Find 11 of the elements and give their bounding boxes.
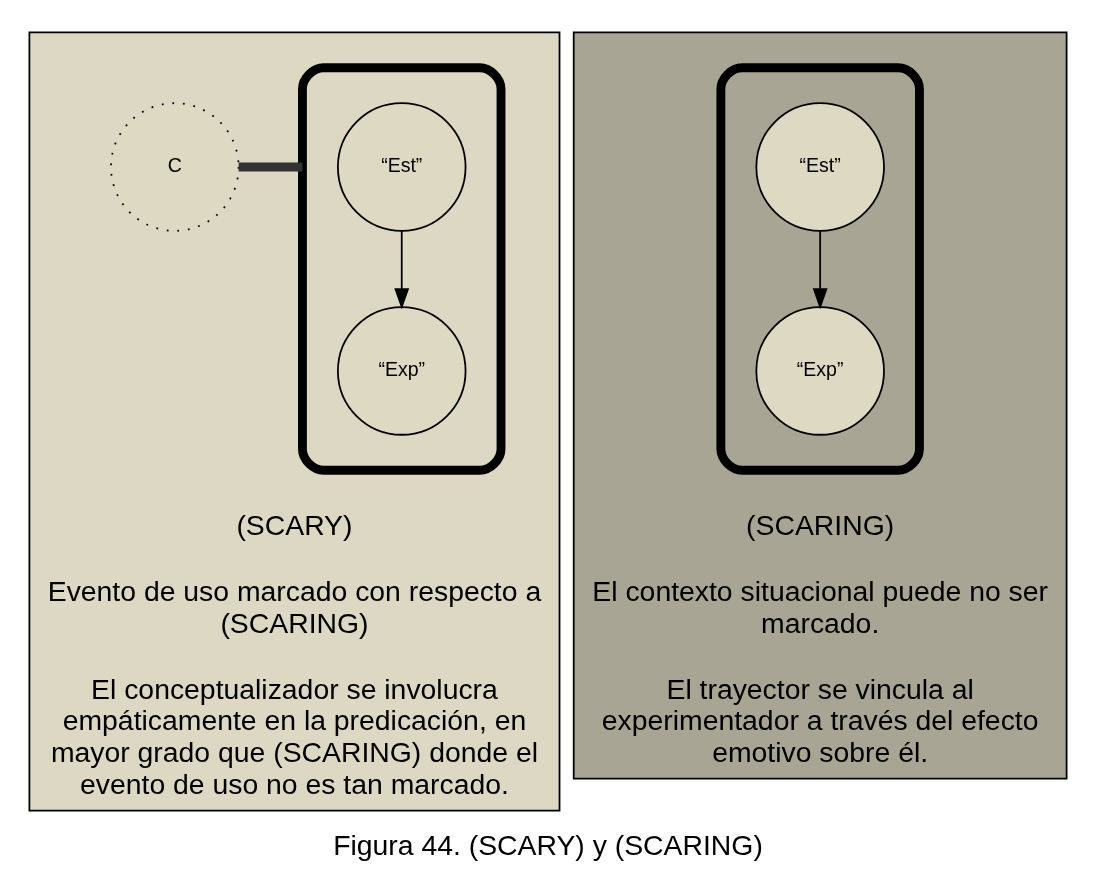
cluster xyxy=(298,63,506,475)
node-circle: “Exp” xyxy=(755,306,885,436)
node-circle: “Exp” xyxy=(337,306,467,436)
cluster xyxy=(716,63,924,475)
arrow xyxy=(812,230,828,310)
node-circle: C xyxy=(110,102,240,232)
caption: Figura 44. (SCARY) y (SCARING) xyxy=(333,828,763,861)
arrow xyxy=(394,230,410,310)
node-circle: “Est” xyxy=(337,102,467,232)
node-circle: “Est” xyxy=(755,102,885,232)
connector xyxy=(238,162,303,172)
